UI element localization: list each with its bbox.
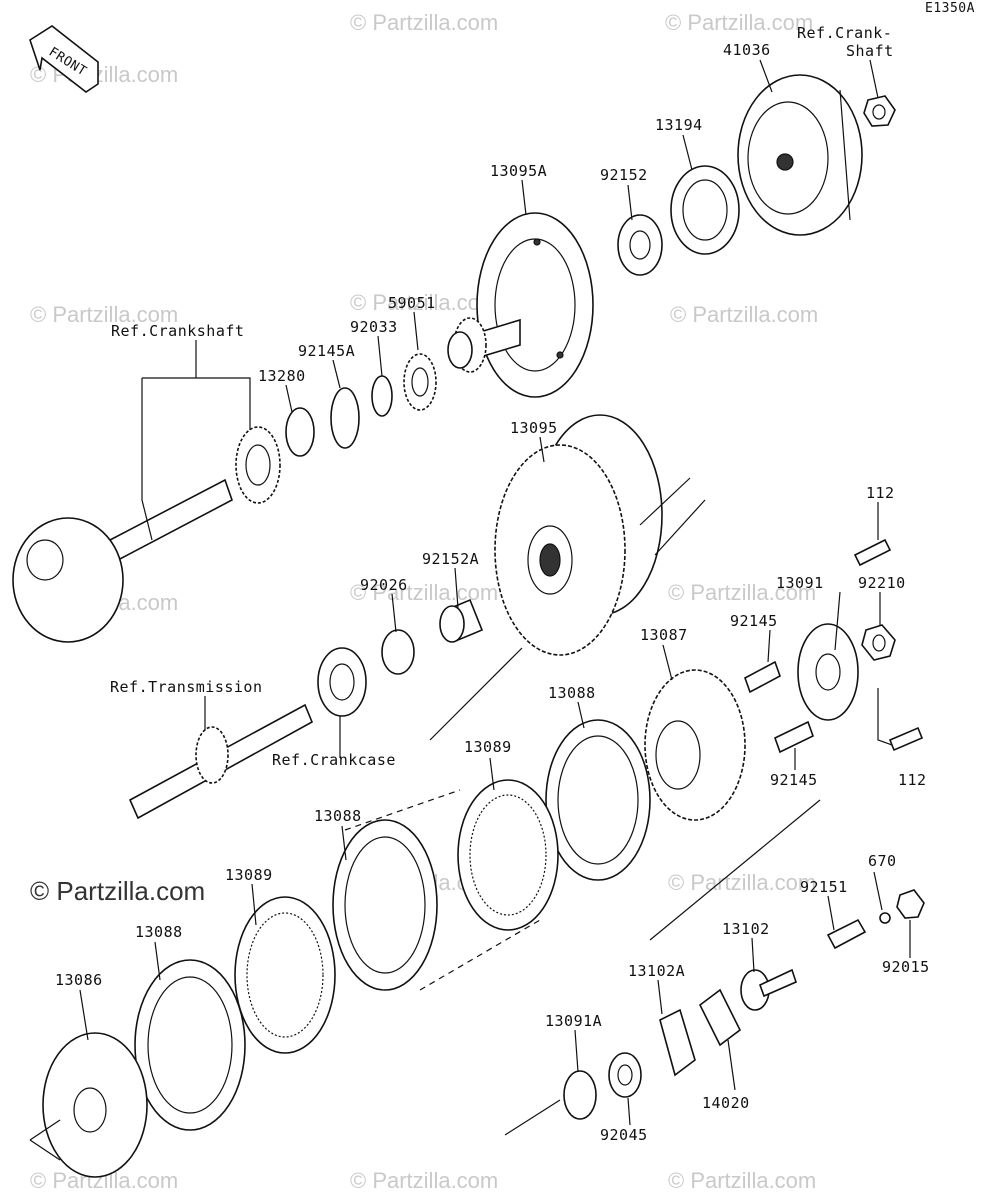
axis-line [649,799,821,941]
ref-transmission-label: Ref.Transmission [110,678,263,696]
part-label-14020: 14020 [702,1094,750,1112]
plate-13091A [563,1070,597,1120]
part-label-59051: 59051 [388,294,436,312]
axis-line [429,647,523,741]
part-label-41036: 41036 [723,41,771,59]
part-label-92145-bottom: 92145 [770,771,818,789]
part-label-13086: 13086 [55,971,103,989]
part-label-92152A: 92152A [422,550,479,568]
part-label-92145-top: 92145 [730,612,778,630]
pushrod-92151 [826,889,925,950]
axis-line [29,1139,61,1161]
part-label-92033: 92033 [350,318,398,336]
part-label-112-top: 112 [866,484,895,502]
crankshaft [12,478,233,643]
part-label-92151: 92151 [800,878,848,896]
ref-crankcase-label: Ref.Crankcase [272,751,396,769]
steel-plate-13089-b [234,896,336,1054]
crankshaft-gear [235,426,281,504]
gear-59051 [447,317,487,373]
part-label-112-bottom: 112 [898,771,927,789]
plate-14020 [698,988,742,1047]
part-label-13194: 13194 [655,116,703,134]
part-label-13102: 13102 [722,920,770,938]
watermark: © Partzilla.com [350,290,498,315]
bearing-92152 [617,214,663,276]
part-label-13280: 13280 [258,367,306,385]
part-label-92045: 92045 [600,1126,648,1144]
part-label-13087: 13087 [640,626,688,644]
part-label-13091: 13091 [776,574,824,592]
lifter-13102 [740,968,797,1011]
watermarks: © Partzilla.com © Partzilla.com © Partzi… [30,10,818,1193]
ref-crankshaft-top-label: Ref.Crank- [797,24,892,42]
part-label-92026: 92026 [360,576,408,594]
part-label-13088-left: 13088 [135,923,183,941]
part-label-92145A: 92145A [298,342,355,360]
ref-crankshaft-top-label-2: Shaft [846,42,894,60]
watermark: © Partzilla.com [668,1168,816,1193]
bushing-92026 [381,629,415,675]
part-label-13102A: 13102A [628,962,685,980]
bolt-112 [853,538,892,567]
nut-92210 [861,624,896,661]
outer-housing-13095A [469,212,594,398]
leader-lines [79,59,911,1126]
nut-crankshaft [863,95,896,127]
watermark: © Partzilla.com [30,302,178,327]
part-label-92152: 92152 [600,166,648,184]
watermark-main: © Partzilla.com [30,876,205,906]
centrifugal-clutch-41036 [737,74,863,236]
gear-92033 [403,353,437,411]
part-label-13088-low: 13088 [314,807,362,825]
lever-13102A [659,1008,696,1077]
pressure-plate-13086 [42,1032,148,1178]
transmission-shaft [128,703,314,820]
watermark: © Partzilla.com [670,302,818,327]
watermark: © Partzilla.com [350,1168,498,1193]
part-label-13095: 13095 [510,419,558,437]
ref-crankshaft-label: Ref.Crankshaft [111,322,244,340]
spring-92145-lower [774,720,814,754]
part-label-13091A: 13091A [545,1012,602,1030]
part-label-13089-mid: 13089 [464,738,512,756]
part-label-13088-mid: 13088 [548,684,596,702]
sleeve-92152A [439,598,484,643]
part-labels: Ref.Crank- Shaft 41036 13194 92152 13095… [55,24,930,1144]
part-label-92015: 92015 [882,958,930,976]
dashed-guide [344,789,541,991]
friction-plate-13088 [545,719,651,881]
axis-line [504,1099,561,1136]
steel-plate-13089 [457,779,559,931]
collar-13280 [285,407,315,457]
watermark: © Partzilla.com [668,580,816,605]
part-label-670: 670 [868,852,897,870]
spring-92145 [744,660,781,694]
one-way-clutch-13194 [670,165,740,255]
bearing-92045 [608,1052,642,1098]
watermark: © Partzilla.com [350,580,498,605]
circlip-92145A [371,375,393,417]
diagram-id: E1350A [925,1,975,16]
watermark: © Partzilla.com [668,870,816,895]
watermark: © Partzilla.com [350,10,498,35]
part-label-92210: 92210 [858,574,906,592]
friction-plate-13088-b [332,819,438,991]
clutch-housing-13095 [494,414,706,656]
bearing-crankcase [317,647,367,717]
axis-line [29,1119,61,1141]
pressure-plate-13091 [797,623,859,721]
friction-plate-13088-c [134,959,246,1131]
ring-13280 [330,387,360,449]
bolt-112-lower [888,726,924,752]
clutch-hub-13087 [644,669,746,821]
watermark: © Partzilla.com [665,10,813,35]
part-label-13089-low: 13089 [225,866,273,884]
part-label-13095A: 13095A [490,162,547,180]
